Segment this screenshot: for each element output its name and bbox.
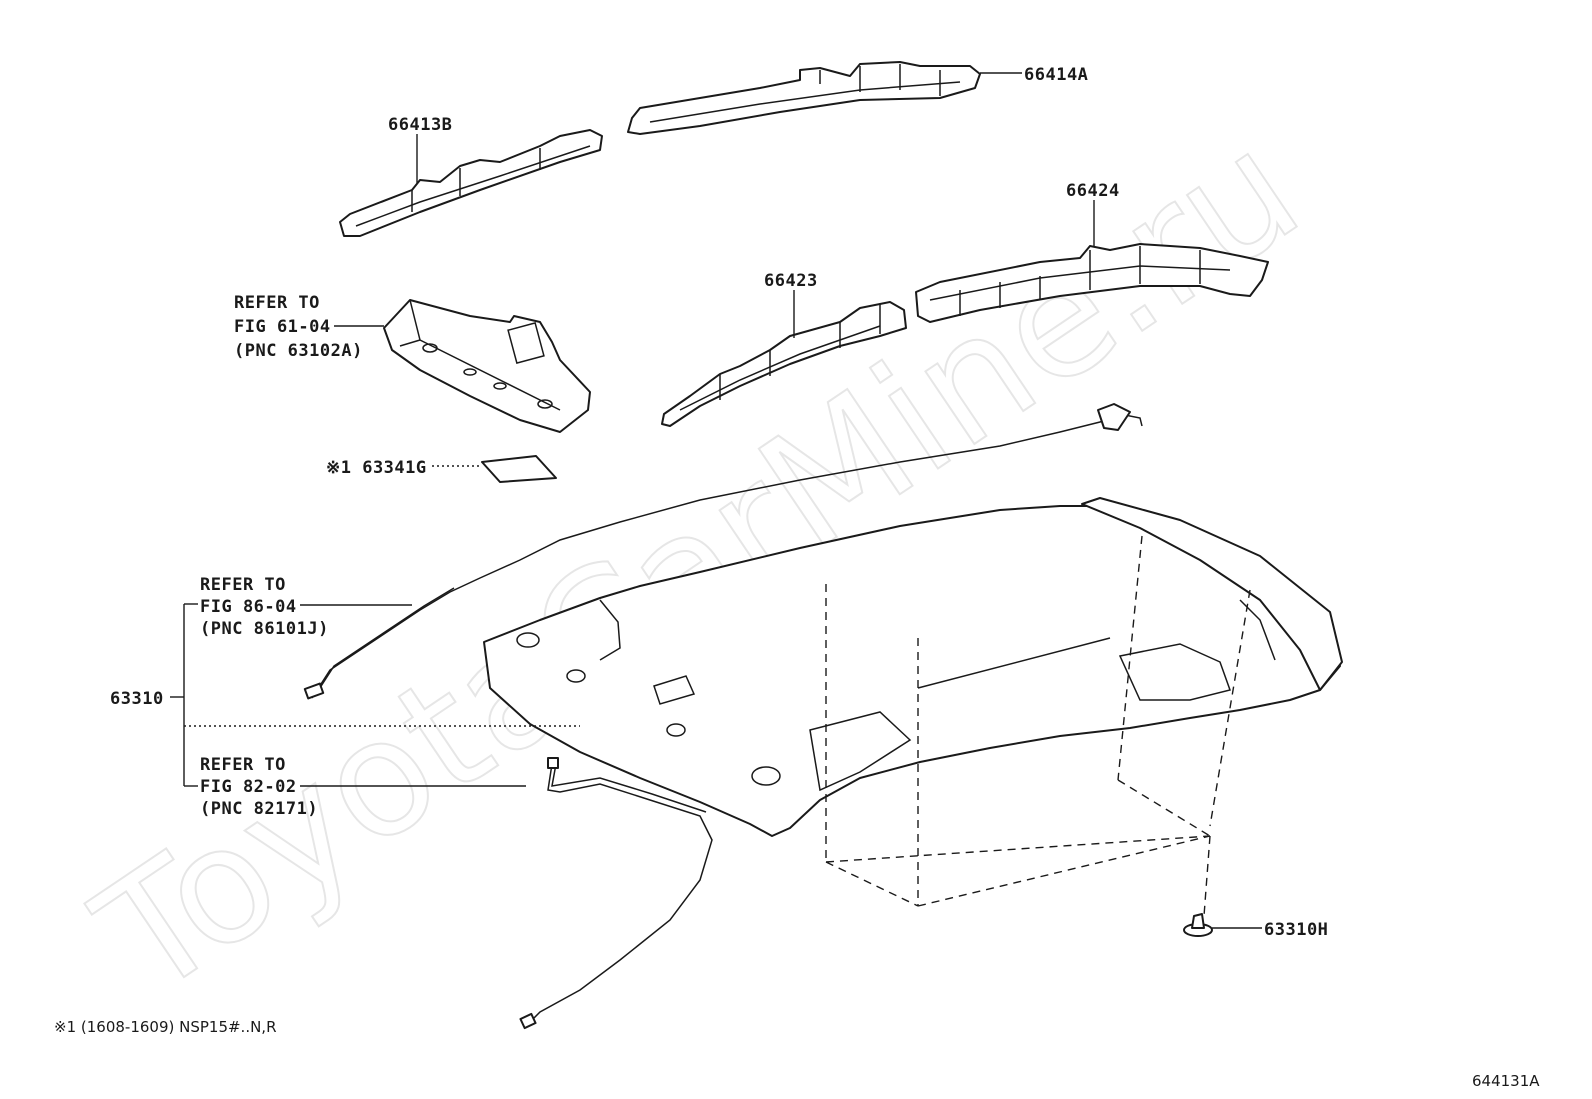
label-66414A: 66414A	[1024, 65, 1088, 85]
ref-86-04-line3: (PNC 86101J)	[200, 619, 329, 639]
label-63310: 63310	[110, 689, 164, 709]
ref-61-04-line2: FIG 61-04	[234, 317, 331, 337]
ref-82-02-line2: FIG 82-02	[200, 777, 297, 797]
ref-fig-86-04: REFER TO FIG 86-04 (PNC 86101J)	[200, 575, 329, 639]
part-66414A-drawing	[627, 61, 981, 135]
part-66423-drawing	[661, 301, 907, 427]
ref-82-02-line1: REFER TO	[200, 755, 286, 775]
part-63341G-drawing	[481, 455, 557, 483]
part-66424-drawing	[915, 243, 1269, 323]
wire-harness-86-04	[303, 403, 1143, 700]
ref-fig-61-04: REFER TO FIG 61-04 (PNC 63102A)	[234, 293, 363, 361]
label-66423: 66423	[764, 271, 818, 291]
ref-61-04-line3: (PNC 63102A)	[234, 341, 363, 361]
label-66413B: 66413B	[388, 115, 452, 135]
ref-86-04-line1: REFER TO	[200, 575, 286, 595]
part-63310H-clip-drawing	[1183, 913, 1213, 937]
label-63310H: 63310H	[1264, 920, 1328, 940]
part-66413B-drawing	[339, 129, 603, 237]
part-63310-headliner-drawing	[483, 497, 1343, 837]
assembly-guides	[825, 535, 1251, 917]
ref-fig-82-02: REFER TO FIG 82-02 (PNC 82171)	[200, 755, 318, 819]
footnote: ※1 (1608-1609) NSP15#..N,R	[54, 1018, 277, 1036]
ref-82-02-line3: (PNC 82171)	[200, 799, 318, 819]
wire-harness-82-02	[519, 757, 713, 1030]
ref-61-04-line1: REFER TO	[234, 293, 320, 313]
figure-code: 644131A	[1472, 1072, 1540, 1090]
label-66424: 66424	[1066, 181, 1120, 201]
part-console-bracket-drawing	[383, 299, 591, 433]
ref-86-04-line2: FIG 86-04	[200, 597, 297, 617]
label-63341G: ※1 63341G	[326, 458, 427, 478]
bracket-63310	[170, 603, 580, 787]
